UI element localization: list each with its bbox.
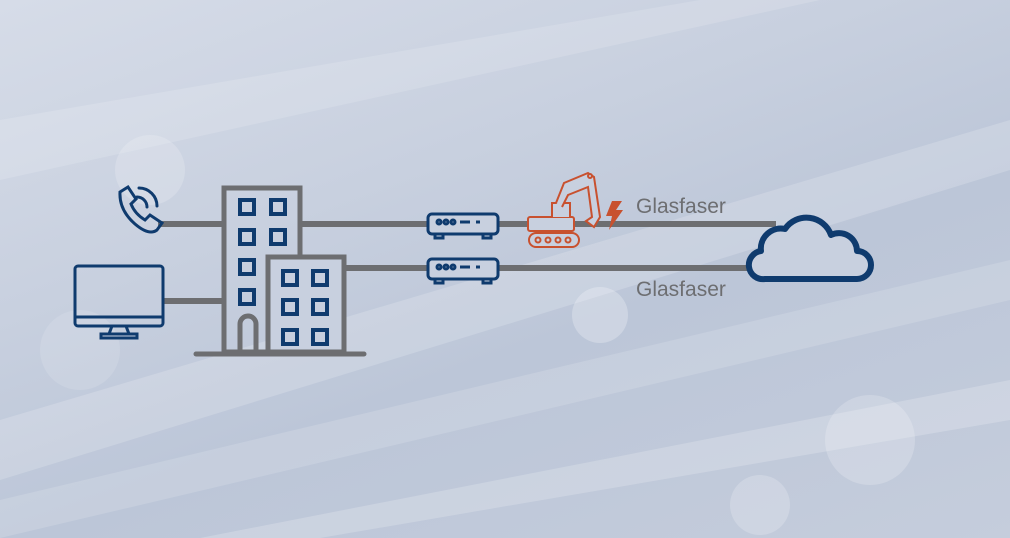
fiber-label-top: Glasfaser [636,195,726,218]
router-icon [426,212,500,240]
cloud-icon [745,214,874,283]
excavator-icon [527,171,602,248]
building-icon [193,185,367,357]
phone-icon [118,184,165,234]
monitor-icon [73,264,165,340]
fiber-label-bottom: Glasfaser [636,278,726,301]
lightning-icon [606,201,623,230]
router-icon [426,257,500,285]
